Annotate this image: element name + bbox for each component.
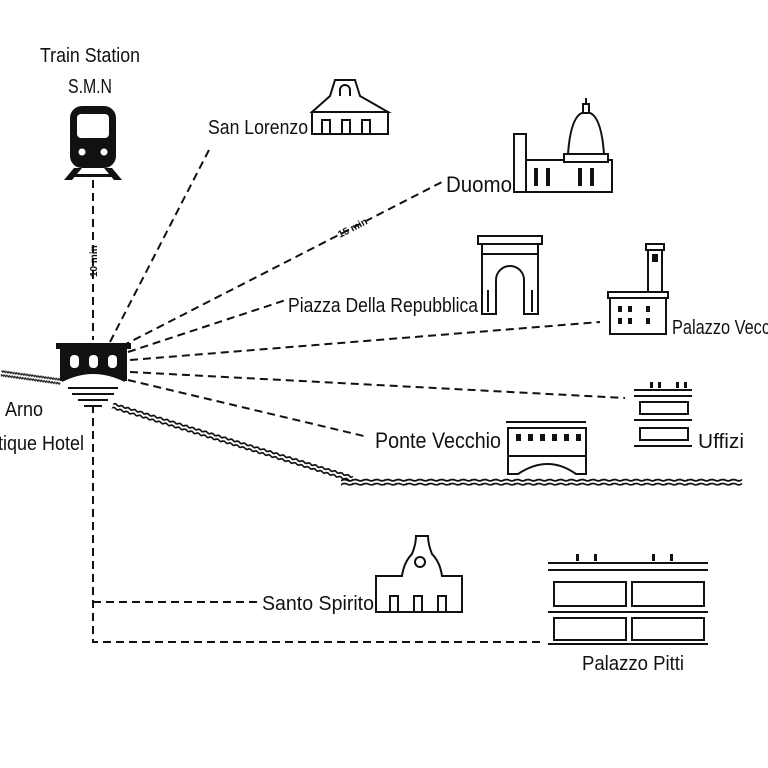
ponte-vecchio-label: Ponte Vecchio xyxy=(375,428,501,453)
landmark-piazza-della-repubblica: Piazza Della Repubblica xyxy=(288,235,543,317)
station-subtitle: S.M.N xyxy=(68,76,112,98)
river-waves-right: ≈≈≈≈≈≈≈≈≈≈≈≈≈≈≈≈≈≈≈≈≈≈≈≈≈≈≈≈≈≈≈≈≈≈≈≈≈ xyxy=(340,470,743,495)
duomo-label: Duomo xyxy=(446,172,512,197)
route-palazzo-pitti xyxy=(92,405,545,643)
landmark-santo-spirito: Santo Spirito xyxy=(262,535,463,615)
landmark-ponte-vecchio: Ponte Vecchio xyxy=(375,421,587,475)
route-uffizi xyxy=(129,371,626,399)
river-waves-left: ≈≈≈≈≈≈≈≈≈≈≈≈≈≈≈≈≈≈≈≈≈≈≈≈≈≈≈≈≈≈≈≈≈≈≈≈≈ xyxy=(0,361,62,394)
palazzo-vecchio-icon xyxy=(607,243,669,335)
river-arno: ≈≈≈≈≈≈≈≈≈≈≈≈≈≈≈≈≈≈≈≈≈≈≈≈≈≈≈≈≈≈≈≈≈≈≈≈≈ ≈≈… xyxy=(0,361,746,495)
palazzo-vecchio-label: Palazzo Vecc xyxy=(672,317,768,339)
church-icon xyxy=(375,535,463,613)
uffizi-icon xyxy=(634,382,692,447)
route-duomo xyxy=(121,181,443,347)
palazzo-pitti-label: Palazzo Pitti xyxy=(582,653,684,675)
bridge-icon xyxy=(506,421,587,475)
route-san-lorenzo xyxy=(109,147,211,343)
triumphal-arch-icon xyxy=(477,235,543,315)
san-lorenzo-label: San Lorenzo xyxy=(208,117,308,139)
route-piazza xyxy=(127,299,287,353)
time-label-duomo: 15 min xyxy=(336,216,369,240)
route-ponte-vecchio xyxy=(127,379,369,438)
cathedral-icon xyxy=(513,98,613,193)
landmark-duomo: Duomo xyxy=(446,98,613,197)
route-palazzo-vecchio xyxy=(129,321,601,361)
basilica-icon xyxy=(309,79,392,135)
time-label-station: 10 min xyxy=(89,245,100,277)
hotel-name-line2: tique Hotel xyxy=(0,433,84,455)
landmark-uffizi: Uffizi xyxy=(634,382,744,453)
route-lines xyxy=(92,147,626,643)
train-station: Train Station S.M.N xyxy=(40,45,140,180)
landmark-palazzo-pitti: Palazzo Pitti xyxy=(548,554,708,675)
station-title: Train Station xyxy=(40,45,140,67)
river-waves-diagonal: ≈≈≈≈≈≈≈≈≈≈≈≈≈≈≈≈≈≈≈≈≈≈≈≈≈≈≈≈≈≈≈≈≈≈≈≈≈ xyxy=(108,394,356,492)
hotel-marker: Arno tique Hotel xyxy=(0,343,131,455)
hotel-icon xyxy=(56,343,131,407)
palazzo-pitti-icon xyxy=(548,554,708,645)
landmark-san-lorenzo: San Lorenzo xyxy=(208,79,392,139)
piazza-label: Piazza Della Repubblica xyxy=(288,295,479,317)
train-icon xyxy=(64,106,122,180)
landmark-palazzo-vecchio: Palazzo Vecc xyxy=(607,243,768,339)
hotel-name-line1: Arno xyxy=(5,399,43,421)
santo-spirito-label: Santo Spirito xyxy=(262,593,374,615)
uffizi-label: Uffizi xyxy=(698,431,744,453)
